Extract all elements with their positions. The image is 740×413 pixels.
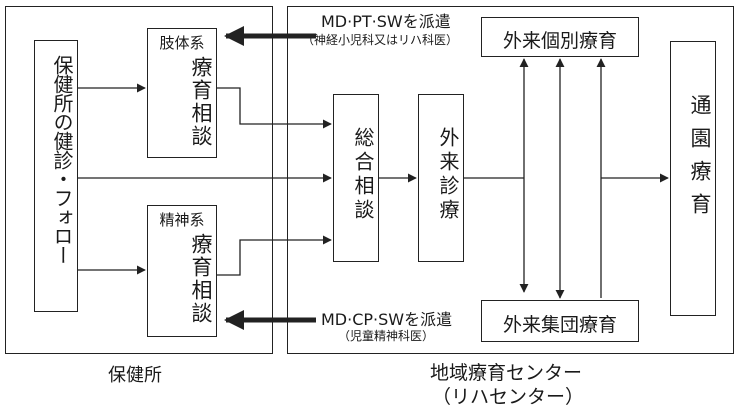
group-therapy-box: 外来集団療育 — [481, 300, 639, 342]
physical-consultation-title: 療育相談 — [189, 56, 213, 148]
checkup-followup-box: 保健所の健診・フォロー — [34, 40, 78, 312]
dispatch-top-sub: （神経小児科又はリハ科医） — [302, 33, 459, 47]
outpatient-exam-label: 外来診療 — [436, 127, 460, 223]
checkup-followup-label: 保健所の健診・フォロー — [50, 55, 74, 264]
day-therapy-box: 通園療育 — [670, 41, 716, 316]
mental-consultation-box: 精神系 療育相談 — [147, 205, 217, 337]
dispatch-bottom-sub: （児童精神科医） — [338, 329, 435, 343]
regional-center-label-line2: （リハセンター） — [432, 386, 585, 408]
health-center-region — [5, 6, 273, 354]
general-consultation-label: 総合相談 — [351, 127, 375, 223]
individual-therapy-box: 外来個別療育 — [481, 17, 639, 57]
physical-category-label: 肢体系 — [159, 34, 205, 52]
dispatch-bottom-main: MD·CP·SWを派遣 — [321, 310, 453, 329]
outpatient-exam-box: 外来診療 — [418, 94, 464, 262]
mental-category-label: 精神系 — [159, 211, 205, 229]
regional-center-label-line1: 地域療育センター — [430, 362, 583, 384]
physical-consultation-box: 肢体系 療育相談 — [147, 28, 217, 158]
dispatch-top-main: MD·PT·SWを派遣 — [321, 12, 451, 31]
regional-center-region — [287, 6, 734, 354]
mental-consultation-title: 療育相談 — [189, 233, 213, 325]
health-center-label: 保健所 — [108, 365, 162, 386]
individual-therapy-label: 外来個別療育 — [502, 30, 617, 52]
day-therapy-label: 通園療育 — [688, 94, 712, 226]
group-therapy-label: 外来集団療育 — [502, 314, 617, 336]
general-consultation-box: 総合相談 — [333, 94, 379, 262]
